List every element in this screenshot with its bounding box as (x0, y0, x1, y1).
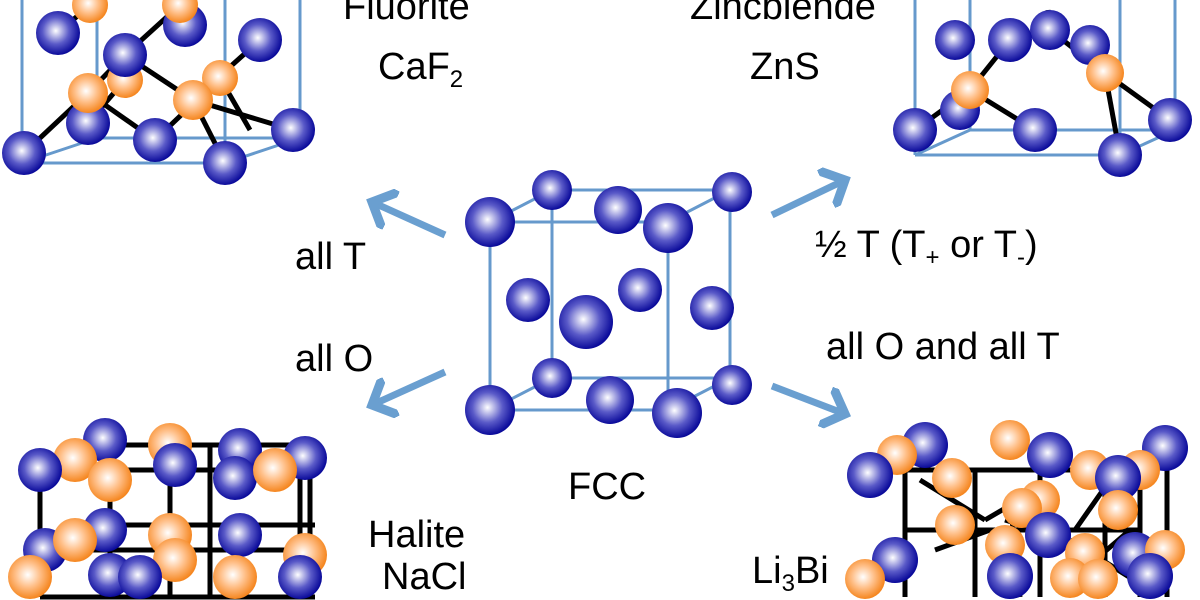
li3bi-bond (918, 477, 987, 523)
li3bi-anion-atom (1025, 512, 1071, 558)
li3bi-cation-atom (1078, 559, 1118, 599)
fluorite-cation-atom (68, 73, 108, 113)
halite-cation-atom (253, 448, 297, 492)
li3bi-formula-a: Li (752, 550, 782, 592)
halite-anion-atom (218, 513, 262, 557)
fluorite-anion-atom (271, 108, 315, 152)
fcc-anion-atom (690, 286, 734, 330)
halite-cation-atom (53, 518, 97, 562)
zincblende-anion-atom (935, 20, 975, 60)
fluorite-anion-atom (133, 118, 177, 162)
zincblende-rule-minus: - (1016, 244, 1025, 271)
li3bi-cation-atom (1098, 490, 1138, 530)
fluorite-anion-atom (203, 141, 247, 185)
zincblende-rule-close: ) (1024, 224, 1038, 266)
zincblende-formula: ZnS (750, 46, 820, 88)
li3bi-anion-atom (1027, 432, 1073, 478)
fcc-anion-atom (594, 186, 642, 234)
halite-cation-atom (8, 555, 52, 599)
halite-anion-atom (18, 448, 62, 492)
li3bi-rule: all O and all T (826, 326, 1060, 368)
halite-anion-atom (118, 555, 162, 599)
li3bi-cation-atom (932, 458, 972, 498)
fluorite-anion-atom (238, 18, 282, 62)
arrow-to-zincblende (770, 180, 845, 219)
halite-anion-atom (153, 443, 197, 487)
halite-cation-atom (88, 458, 132, 502)
zincblende-anion-atom (988, 18, 1032, 62)
zincblende-anion-atom (1030, 10, 1070, 50)
fcc-anion-atom (465, 197, 515, 247)
fluorite-formula: CaF2 (378, 48, 463, 92)
fluorite-anion-atom (103, 33, 147, 77)
arrow-to-halite (372, 368, 447, 405)
zincblende-name: Zincblende (690, 0, 876, 28)
halite-cation-atom (53, 438, 97, 482)
halite-formula: NaCl (382, 556, 467, 598)
fluorite-cation-atom (173, 80, 213, 120)
fluorite-cation-atom (162, 0, 198, 23)
zincblende-anion-atom (1098, 133, 1142, 177)
fluorite-rule: all T (295, 236, 367, 278)
halite-cation-atom (213, 555, 257, 599)
zincblende-rule-main: ½ T (T (815, 224, 926, 266)
zincblende-cation-atom (951, 71, 989, 109)
fcc-anion-atom (618, 268, 662, 312)
li3bi-anion-atom (987, 553, 1033, 599)
zincblende-cell-edge (914, 128, 971, 157)
zincblende-cation-atom (1086, 54, 1124, 92)
fcc-label: FCC (568, 466, 647, 508)
zincblende-anion-atom (1148, 98, 1192, 142)
fcc-anion-atom (652, 388, 702, 438)
fcc-anion-atom (559, 295, 613, 349)
fluorite-cation-atom (202, 60, 238, 96)
li3bi-formula-b: Bi (794, 550, 829, 592)
fluorite-formula-sub: 2 (449, 66, 464, 93)
fcc-anion-atom (465, 385, 515, 435)
li3bi-cation-atom (845, 559, 885, 599)
fluorite-anion-atom (66, 101, 110, 145)
li3bi-cation-atom (1002, 488, 1042, 528)
halite-anion-atom (278, 555, 322, 599)
li3bi-cation-atom (935, 505, 975, 545)
fluorite-anion-atom (2, 131, 46, 175)
fluorite-formula-main: CaF (378, 46, 450, 88)
halite-rule: all O (295, 338, 374, 380)
fcc-anion-atom (643, 203, 693, 253)
fcc-anion-atom (712, 172, 752, 212)
li3bi-anion-atom (1095, 455, 1141, 501)
halite-anion-atom (213, 456, 257, 500)
li3bi-anion-atom (847, 452, 893, 498)
fcc-anion-atom (712, 365, 752, 405)
zincblende-rule: ½ T (T+ or T-) (815, 226, 1038, 270)
li3bi-cation-atom (1050, 558, 1090, 598)
li3bi-formula-sub: 3 (781, 570, 795, 597)
zincblende-rule-or: or T (939, 224, 1017, 266)
zincblende-anion-atom (1013, 108, 1057, 152)
halite-cation-atom (153, 538, 197, 582)
arrow-to-li3bi (770, 382, 845, 414)
arrow-to-fluorite (372, 202, 447, 239)
fluorite-cation-atom (72, 0, 108, 23)
fcc-anion-atom (532, 358, 572, 398)
li3bi-formula: Li3Bi (752, 552, 829, 596)
fcc-anion-atom (586, 376, 634, 424)
fluorite-anion-atom (36, 11, 80, 55)
fluorite-name: Fluorite (343, 0, 470, 28)
zincblende-anion-atom (893, 108, 937, 152)
li3bi-cation-atom (990, 420, 1030, 460)
halite-name: Halite (368, 514, 466, 556)
li3bi-anion-atom (1127, 553, 1173, 599)
zincblende-rule-plus: + (925, 244, 940, 271)
fcc-anion-atom (532, 170, 572, 210)
fcc-anion-atom (506, 278, 550, 322)
